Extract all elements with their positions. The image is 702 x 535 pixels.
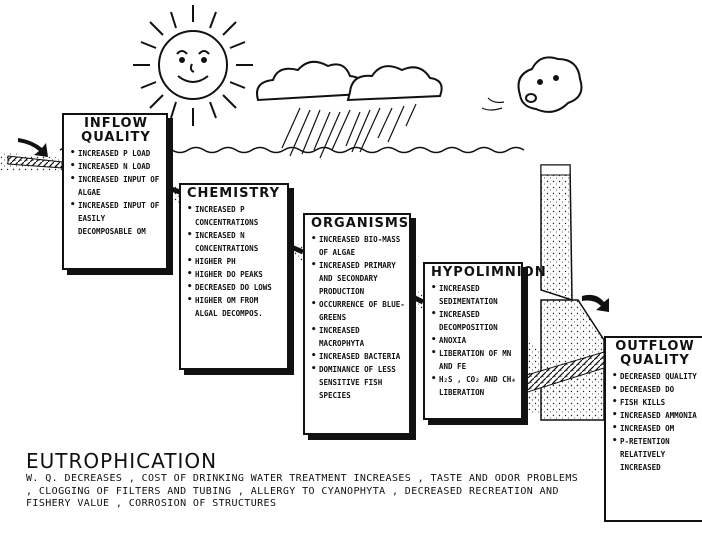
chemistry-box: CHEMISTRY INCREASED P CONCENTRATIONS INC…	[179, 183, 289, 370]
outflow-quality-box: OUTFLOW QUALITY DECREASED QUALITY DECREA…	[604, 336, 702, 522]
sun-icon	[133, 5, 253, 126]
list-item: H₂S , CO₂ AND CH₄ LIBERATION	[431, 373, 517, 399]
list-item: INCREASED BACTERIA	[311, 350, 405, 363]
page-title: EUTROPHICATION	[26, 449, 217, 473]
wind-face-icon	[482, 57, 582, 112]
list-item: INCREASED N LOAD	[70, 160, 162, 173]
box-item-list: INCREASED BIO-MASS OF ALGAE INCREASED PR…	[311, 233, 405, 402]
rain-cloud-icon	[257, 62, 442, 158]
list-item: P-RETENTION RELATIVELY INCREASED	[612, 435, 698, 474]
box-title: ORGANISMS	[311, 217, 405, 231]
list-item: ANOXIA	[431, 334, 517, 347]
list-item: DECREASED DO LOWS	[187, 281, 283, 294]
box-item-list: DECREASED QUALITY DECREASED DO FISH KILL…	[612, 370, 698, 474]
list-item: INCREASED PRIMARY AND SECONDARY PRODUCTI…	[311, 259, 405, 298]
list-item: LIBERATION OF Mn AND Fe	[431, 347, 517, 373]
list-item: OCCURRENCE OF BLUE-GREENS	[311, 298, 405, 324]
list-item: INCREASED P CONCENTRATIONS	[187, 203, 283, 229]
list-item: HIGHER OM FROM ALGAL DECOMPOS.	[187, 294, 283, 320]
hypolimnion-box: HYPOLIMNION INCREASED SEDIMENTATION INCR…	[423, 262, 523, 420]
list-item: INCREASED OM	[612, 422, 698, 435]
list-item: INCREASED INPUT OF EASILY DECOMPOSABLE O…	[70, 199, 162, 238]
list-item: INCREASED INPUT OF ALGAE	[70, 173, 162, 199]
list-item: INCREASED DECOMPOSITION	[431, 308, 517, 334]
inflow-arrow-icon	[18, 138, 48, 157]
box-title: HYPOLIMNION	[431, 266, 517, 280]
inflow-quality-box: INFLOW QUALITY INCREASED P LOAD INCREASE…	[62, 113, 168, 270]
list-item: INCREASED BIO-MASS OF ALGAE	[311, 233, 405, 259]
box-item-list: INCREASED SEDIMENTATION INCREASED DECOMP…	[431, 282, 517, 399]
list-item: DECREASED DO	[612, 383, 698, 396]
outflow-arrow-icon	[582, 295, 609, 312]
list-item: INCREASED N CONCENTRATIONS	[187, 229, 283, 255]
list-item: INCREASED P LOAD	[70, 147, 162, 160]
organisms-box: ORGANISMS INCREASED BIO-MASS OF ALGAE IN…	[303, 213, 411, 435]
list-item: FISH KILLS	[612, 396, 698, 409]
box-item-list: INCREASED P LOAD INCREASED N LOAD INCREA…	[70, 147, 162, 238]
inflow-stream	[0, 152, 62, 172]
box-title: OUTFLOW QUALITY	[612, 340, 698, 368]
list-item: INCREASED MACROPHYTA	[311, 324, 405, 350]
list-item: DOMINANCE OF LESS SENSITIVE FISH SPECIES	[311, 363, 405, 402]
box-item-list: INCREASED P CONCENTRATIONS INCREASED N C…	[187, 203, 283, 320]
box-title: CHEMISTRY	[187, 187, 283, 201]
list-item: HIGHER pH	[187, 255, 283, 268]
list-item: INCREASED AMMONIA	[612, 409, 698, 422]
list-item: HIGHER DO PEAKS	[187, 268, 283, 281]
box-title: INFLOW QUALITY	[70, 117, 162, 145]
list-item: DECREASED QUALITY	[612, 370, 698, 383]
caption-text: W. Q. DECREASES , COST OF DRINKING WATER…	[26, 473, 586, 511]
list-item: INCREASED SEDIMENTATION	[431, 282, 517, 308]
